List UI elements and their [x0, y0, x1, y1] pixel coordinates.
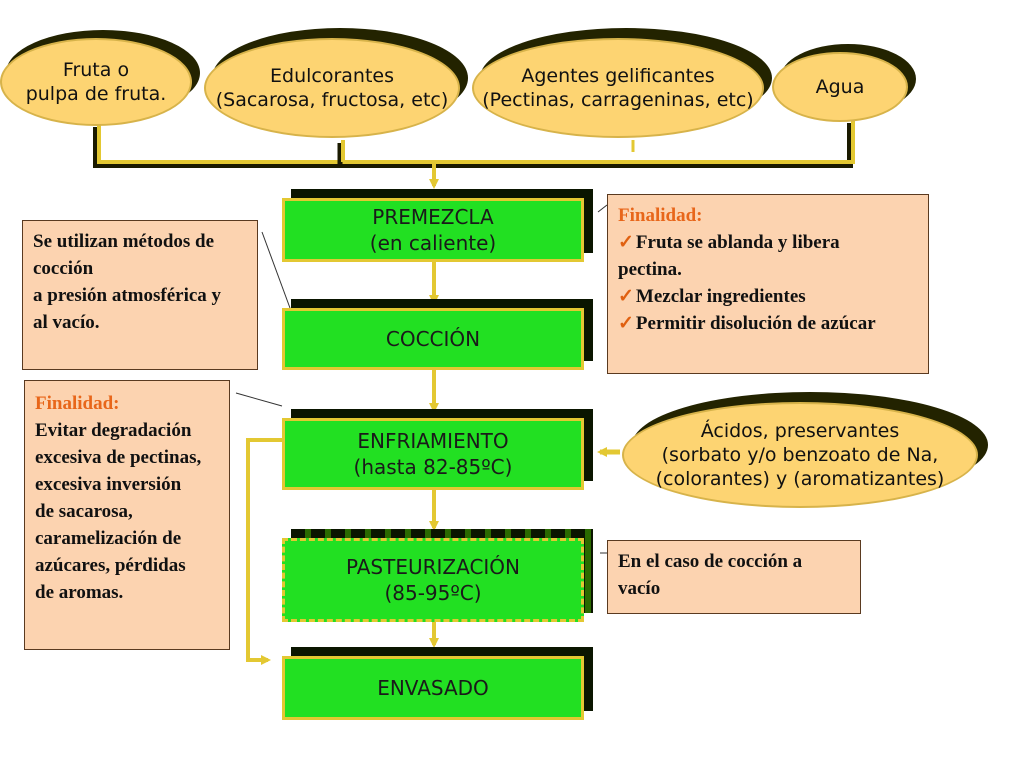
note-enfriamiento-purpose: Finalidad: Evitar degradación excesiva d… [24, 380, 230, 650]
note-enfriamiento-purpose-line-3: excesiva inversión [35, 473, 182, 495]
ingredient-water: Agua [772, 44, 916, 124]
note-premezcla-purpose: Finalidad: ✓Fruta se ablanda y libera pe… [607, 194, 929, 374]
note-enfriamiento-purpose-line-1: Evitar degradación [35, 419, 192, 441]
step-envasado-title: ENVASADO [377, 676, 489, 700]
callout-lines [235, 204, 608, 554]
note-pasteurizacion-condition-line-1: En el caso de cocción a [618, 551, 803, 572]
ingredient-fruit-oval: Fruta o pulpa de fruta. [0, 38, 192, 126]
ingredient-water-line-1: Agua [815, 75, 865, 98]
note-enfriamiento-purpose-line-5: caramelización de [35, 527, 182, 549]
note-premezcla-purpose-heading: Finalidad: [618, 205, 703, 226]
note-premezcla-purpose-line-2: pectina. [618, 258, 682, 280]
step-enfriamiento-subtitle: (hasta 82-85ºC) [353, 455, 513, 479]
step-coccion-title: COCCIÓN [385, 327, 481, 351]
note-enfriamiento-purpose-line-7: de aromas. [35, 581, 124, 603]
ingredient-fruit: Fruta o pulpa de fruta. [0, 30, 200, 130]
note-coccion-methods-line-2: cocción [33, 257, 94, 279]
note-enfriamiento-purpose-line-2: excesiva de pectinas, [35, 446, 202, 468]
note-enfriamiento-purpose-heading: Finalidad: [35, 393, 120, 414]
ingredient-gelling-agents-line-2: (Pectinas, carrageninas, etc) [482, 89, 754, 111]
ingredient-sweeteners-oval: Edulcorantes (Sacarosa, fructosa, etc) [204, 38, 460, 138]
step-enfriamiento-title: ENFRIAMIENTO [357, 429, 509, 453]
note-premezcla-purpose-line-3: Mezclar ingredientes [635, 285, 806, 307]
ingredient-water-oval: Agua [772, 52, 908, 122]
ingredient-fruit-line-1: Fruta o [62, 58, 130, 81]
additives: Ácidos, preservantes (sorbato y/o benzoa… [622, 392, 988, 510]
check-icon: ✓ [618, 231, 634, 253]
step-premezcla-title: PREMEZCLA [372, 205, 494, 229]
note-premezcla-purpose-line-1: Fruta se ablanda y libera [635, 231, 840, 253]
step-pasteurizacion-subtitle: (85-95ºC) [384, 581, 482, 605]
step-premezcla-subtitle: (en caliente) [369, 231, 497, 255]
note-coccion-methods-line-1: Se utilizan métodos de [33, 231, 215, 252]
note-enfriamiento-purpose-line-4: de sacarosa, [35, 500, 133, 522]
ingredient-sweeteners-line-2: (Sacarosa, fructosa, etc) [215, 89, 449, 111]
ingredient-fruit-line-2: pulpa de fruta. [25, 83, 167, 105]
note-premezcla-purpose-item-1: ✓Fruta se ablanda y libera [618, 230, 918, 257]
step-coccion: COCCIÓN [282, 299, 593, 370]
note-coccion-methods-line-4: al vacío. [33, 311, 100, 333]
check-icon: ✓ [618, 285, 634, 307]
note-premezcla-purpose-line-4: Permitir disolución de azúcar [635, 312, 876, 334]
ingredient-gelling-agents-line-1: Agentes gelificantes [521, 64, 715, 87]
additives-line-3: (colorantes) y (aromatizantes) [655, 468, 945, 491]
additives-oval: Ácidos, preservantes (sorbato y/o benzoa… [622, 402, 978, 508]
step-enfriamiento: ENFRIAMIENTO (hasta 82-85ºC) [282, 409, 593, 490]
additives-line-2: (sorbato y/o benzoato de Na, [661, 443, 939, 466]
note-pasteurizacion-condition: En el caso de cocción a vacío [607, 540, 861, 614]
note-premezcla-purpose-item-2: ✓Mezclar ingredientes [618, 284, 918, 311]
ingredient-gelling-agents-oval: Agentes gelificantes (Pectinas, carragen… [472, 38, 764, 138]
bypass-arrow [246, 438, 282, 665]
step-envasado: ENVASADO [282, 647, 593, 720]
check-icon: ✓ [618, 312, 634, 334]
note-enfriamiento-purpose-line-6: azúcares, pérdidas [35, 554, 186, 576]
note-coccion-methods-line-3: a presión atmosférica y [33, 284, 222, 306]
ingredient-sweeteners: Edulcorantes (Sacarosa, fructosa, etc) [204, 28, 468, 138]
note-pasteurizacion-condition-line-2: vacío [618, 577, 661, 599]
step-premezcla: PREMEZCLA (en caliente) [282, 189, 593, 262]
note-premezcla-purpose-item-3: ✓Permitir disolución de azúcar [618, 311, 918, 338]
ingredient-collector-line [93, 120, 855, 168]
ingredient-sweeteners-line-1: Edulcorantes [270, 64, 394, 87]
step-pasteurizacion: PASTEURIZACIÓN (85-95ºC) [282, 529, 593, 622]
additives-line-1: Ácidos, preservantes [700, 419, 900, 442]
note-coccion-methods: Se utilizan métodos de cocción a presión… [22, 220, 258, 370]
step-pasteurizacion-title: PASTEURIZACIÓN [345, 555, 521, 579]
ingredient-gelling-agents: Agentes gelificantes (Pectinas, carragen… [472, 28, 772, 138]
